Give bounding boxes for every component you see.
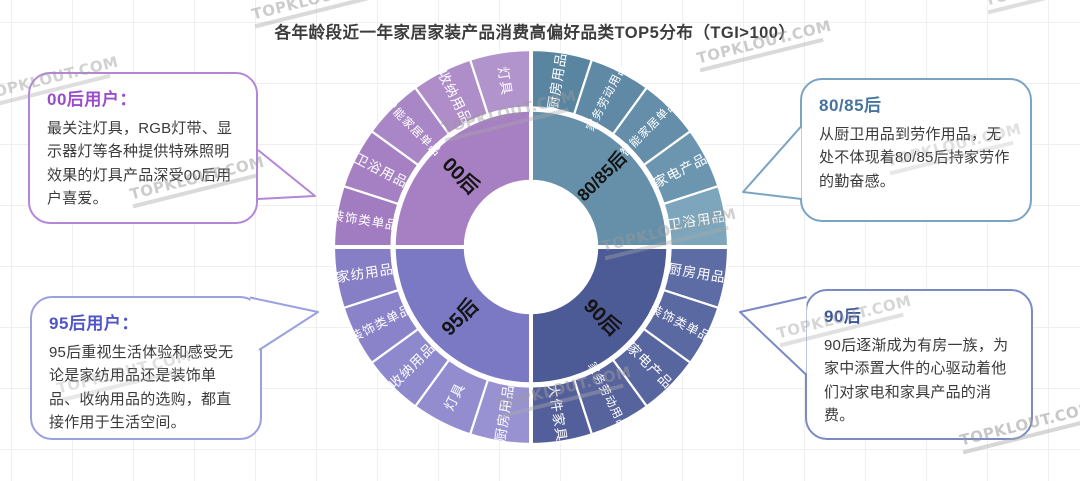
callout-title-95hou: 95后用户： xyxy=(49,314,139,333)
callout-95hou: 95后用户： 95后重视生活体验和感受无论是家纺用品还是装饰单品、收纳用品的选购… xyxy=(30,296,262,440)
callout-90hou: 90后 90后逐渐成为有房一族，为家中添置大件的心驱动着他们对家电和家具产品的消… xyxy=(805,289,1033,440)
segment-label-灯具: 灯具 xyxy=(495,66,514,97)
callout-00hou: 00后用户： 最关注灯具，RGB灯带、显示器灯等各种提供特殊照明效果的灯具产品深… xyxy=(28,72,258,224)
callout-body-8085hou: 从厨卫用品到劳作用品，无处不体现着80/85后持家劳作的勤奋感。 xyxy=(819,126,1010,190)
callout-body-95hou: 95后重视生活体验和感受无论是家纺用品还是装饰单品、收纳用品的选购，都直接作用于… xyxy=(49,344,234,431)
callout-8085hou: 80/85后 从厨卫用品到劳作用品，无处不体现着80/85后持家劳作的勤奋感。 xyxy=(800,78,1032,222)
callout-title-90hou: 90后 xyxy=(824,307,862,326)
callout-title-00hou: 00后用户： xyxy=(47,90,137,109)
page-title: 各年龄段近一年家居家装产品消费高偏好品类TOP5分布（TGI>100） xyxy=(274,24,796,42)
callout-title-8085hou: 80/85后 xyxy=(819,96,882,115)
callout-body-00hou: 最关注灯具，RGB灯带、显示器灯等各种提供特殊照明效果的灯具产品深受00后用户喜… xyxy=(47,120,233,207)
sunburst-center-hole xyxy=(465,181,597,313)
callout-body-90hou: 90后逐渐成为有房一族，为家中添置大件的心驱动着他们对家电和家具产品的消费。 xyxy=(824,337,1009,424)
